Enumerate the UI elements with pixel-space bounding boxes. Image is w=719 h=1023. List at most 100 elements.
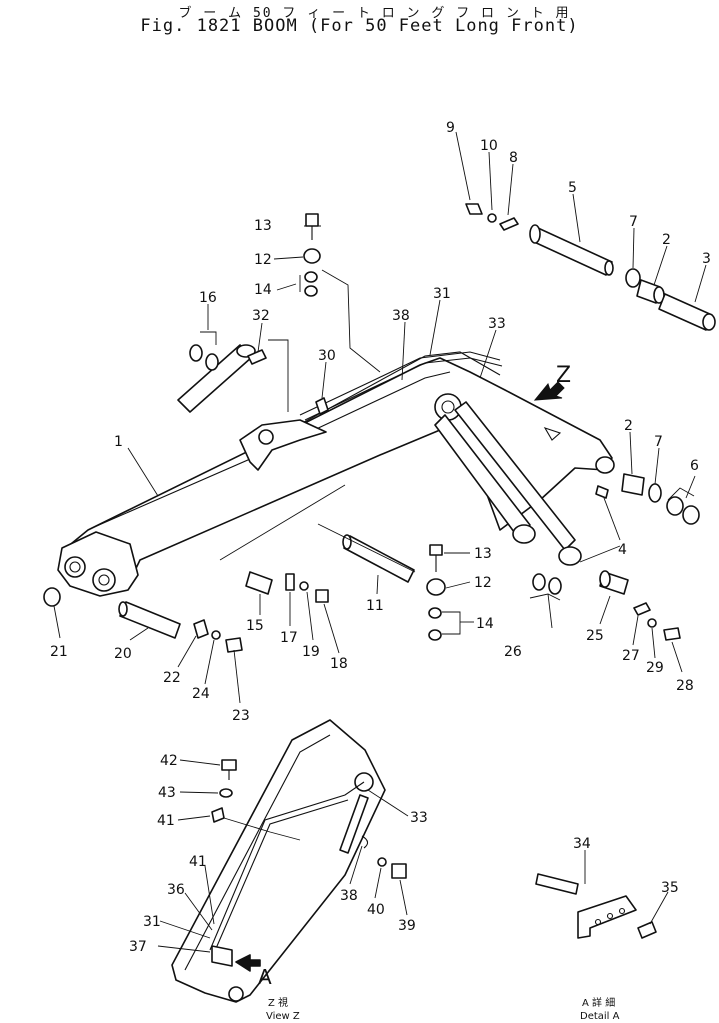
callout-30: 30 xyxy=(318,348,336,364)
callout-43: 43 xyxy=(158,785,176,801)
link-end-bore-left xyxy=(512,524,536,544)
view-z-foot-bore xyxy=(228,986,244,1002)
boom-hose-1 xyxy=(299,351,501,416)
shim-26b xyxy=(548,577,562,595)
detail-a-letter: A xyxy=(258,965,272,989)
leader-11 xyxy=(376,574,379,595)
bolt-13-top xyxy=(305,213,319,227)
clip-4 xyxy=(595,485,609,499)
boom-head-bore xyxy=(434,393,462,421)
leader-24 xyxy=(204,639,215,685)
view-z-indicator-arrow xyxy=(533,381,565,401)
callout-16: 16 xyxy=(199,290,217,306)
connector-35 xyxy=(211,945,233,967)
clamp-41 xyxy=(211,807,225,823)
boom-top-plate xyxy=(91,371,451,529)
callout-13a: 13 xyxy=(254,218,272,234)
pin-20-end xyxy=(118,601,128,617)
pin-25-head xyxy=(599,570,611,588)
callout-21: 21 xyxy=(50,644,68,660)
callout-18: 18 xyxy=(330,656,348,672)
leader-1 xyxy=(127,447,159,497)
shim-16a xyxy=(189,344,203,362)
callout-40: 40 xyxy=(367,902,385,918)
bracket-26 xyxy=(529,593,561,601)
shim-21 xyxy=(43,587,61,607)
callout-42: 42 xyxy=(160,753,178,769)
bracket-14b xyxy=(442,611,461,635)
boom-body xyxy=(61,357,613,589)
title-english: Fig. 1821 BOOM (For 50 Feet Long Front) xyxy=(140,16,579,36)
leader-23 xyxy=(233,649,241,704)
bushing-2-lower xyxy=(621,473,645,496)
foot-pin-bore-left xyxy=(64,556,86,578)
shim-6a xyxy=(666,496,684,516)
nut-14-top-a xyxy=(304,271,318,283)
callout-9: 9 xyxy=(446,120,455,136)
leader-8 xyxy=(507,163,514,216)
detail-a-caption-en: Detail A xyxy=(580,1011,620,1022)
leader-12b xyxy=(445,581,471,589)
leader-38a xyxy=(401,321,406,381)
washer-40 xyxy=(377,857,387,867)
leader-41a xyxy=(177,815,211,821)
leader-41a-ext xyxy=(223,817,301,841)
leader-12a xyxy=(273,256,304,260)
title-japanese: ブ ー ム 50 フ ィ ー ト ロ ン グ フ ロ ン ト 用 xyxy=(178,6,571,21)
cylinder-bracket-bore xyxy=(258,429,274,445)
callout-15: 15 xyxy=(246,618,264,634)
washer-19 xyxy=(299,581,309,591)
nut-14-lower-b xyxy=(428,629,442,641)
callout-6: 6 xyxy=(690,458,699,474)
detail-a-caption-jp: A 詳 細 xyxy=(582,996,615,1009)
plate-8 xyxy=(499,217,519,231)
foot-pin-bore-right-inner xyxy=(98,574,110,586)
boom-assembly xyxy=(57,344,615,597)
leader-33a xyxy=(479,329,497,379)
leader-2b xyxy=(629,431,633,475)
lower-left-parts xyxy=(43,587,243,653)
callout-24: 24 xyxy=(192,686,210,702)
callout-3: 3 xyxy=(702,251,711,267)
bolt-23 xyxy=(225,637,243,653)
callout-25: 25 xyxy=(586,628,604,644)
bracket-16 xyxy=(200,331,217,345)
bracket-6 xyxy=(667,487,695,501)
callout-19: 19 xyxy=(302,644,320,660)
bolt-18 xyxy=(315,589,329,603)
view-z-boom-edge xyxy=(184,734,331,971)
shim-16b xyxy=(205,353,219,371)
callout-29: 29 xyxy=(646,660,664,676)
bolt-28 xyxy=(663,627,681,641)
leader-31b xyxy=(159,920,211,939)
leader-22 xyxy=(177,635,197,668)
boom-hose-2 xyxy=(304,357,503,421)
bolt-9 xyxy=(465,203,483,215)
leader-12a-to-boom xyxy=(321,269,381,373)
foot-pin-bore-right xyxy=(92,568,116,592)
callout-17: 17 xyxy=(280,630,298,646)
cylinder-rod-end xyxy=(236,344,256,358)
callout-33b: 33 xyxy=(410,810,428,826)
callout-32: 32 xyxy=(252,308,270,324)
view-z-link xyxy=(339,794,369,854)
top-right-parts xyxy=(465,203,716,641)
leader-39 xyxy=(399,879,408,916)
leader-35 xyxy=(157,945,211,953)
callout-38b: 38 xyxy=(340,888,358,904)
washer-10 xyxy=(487,213,497,223)
leader-3 xyxy=(694,264,707,303)
callout-7b: 7 xyxy=(654,434,663,450)
detail-a-port-3 xyxy=(618,907,626,915)
callout-41a: 41 xyxy=(157,813,175,829)
plate-22 xyxy=(193,619,209,639)
callout-numbers: 9 10 8 5 7 2 3 13 12 14 16 32 30 38 31 3… xyxy=(50,120,711,955)
pin-5-head xyxy=(529,224,541,244)
callout-36: 34 xyxy=(573,836,591,852)
leader-15-ref xyxy=(219,484,346,561)
clamp-30 xyxy=(315,397,329,415)
washer-12-lower xyxy=(426,578,446,596)
leader-26 xyxy=(547,593,553,629)
view-z xyxy=(171,719,407,1003)
view-z-letter-main: Z xyxy=(556,363,571,388)
